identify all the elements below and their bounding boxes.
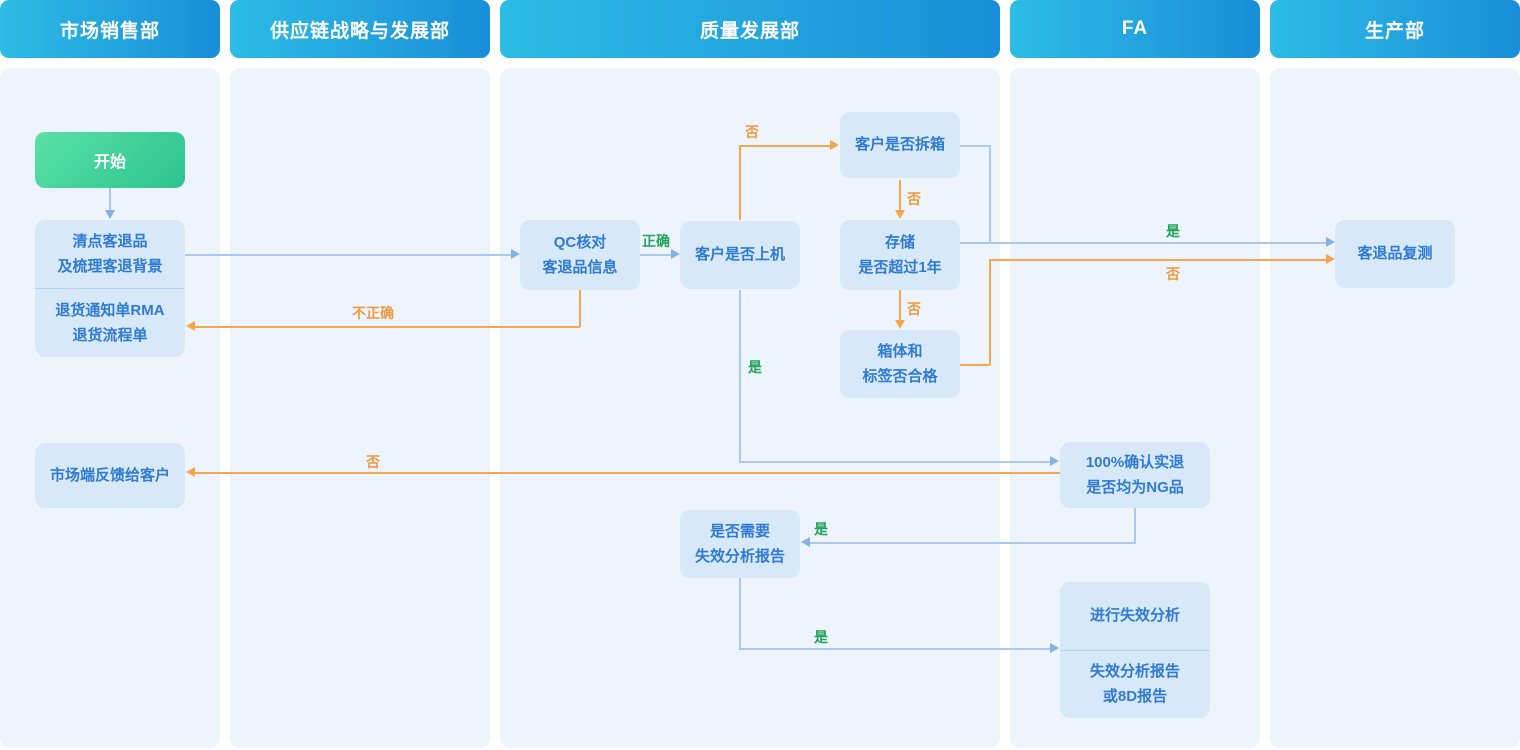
edge-confirmng-no-h (194, 472, 1060, 474)
arrowhead-down-icon (105, 210, 115, 219)
lane-header-quality: 质量发展部 (500, 0, 1000, 58)
lane-header-marketing-sales: 市场销售部 (0, 0, 220, 58)
edge-qc-incorrect-v (579, 290, 581, 327)
edge-confirmng-yes-v (1134, 508, 1136, 543)
edge-label-yes: 是 (1166, 223, 1180, 239)
lane-header-label: 市场销售部 (59, 20, 160, 42)
node-label: 是否超过1年 (858, 259, 942, 276)
edge-label-yes: 是 (814, 629, 828, 645)
node-box-label-qualified: 箱体和 标签否合格 (840, 330, 960, 398)
arrowhead-right-icon (671, 249, 680, 259)
arrowhead-left-icon (801, 537, 810, 547)
node-label: 存储 (884, 233, 915, 251)
edge-unboxed-yes-h (960, 145, 990, 147)
node-market-feedback-customer: 市场端反馈给客户 (35, 443, 185, 508)
lane-header-fa: FA (1010, 0, 1260, 58)
node-failure-analysis-report: 进行失效分析 失效分析报告 或8D报告 (1060, 582, 1210, 718)
edge-label-no: 否 (907, 191, 921, 207)
node-label: 客户是否拆箱 (854, 136, 945, 154)
edge-qc-to-onmachine (640, 254, 673, 256)
lane-header-supply-chain: 供应链战略与发展部 (230, 0, 490, 58)
node-retest-returned-product: 客退品复测 (1335, 220, 1455, 288)
edge-onmachine-no-v (739, 146, 741, 220)
arrowhead-right-icon (511, 249, 520, 259)
lane-header-label: FA (1121, 18, 1149, 39)
edge-onmachine-yes-v (739, 290, 741, 462)
arrowhead-right-icon (1050, 643, 1059, 653)
edge-label-incorrect: 不正确 (352, 305, 394, 321)
lane-header-production: 生产部 (1270, 0, 1520, 58)
edge-unboxed-yes-v (989, 145, 991, 243)
edge-label-yes: 是 (814, 521, 828, 537)
lane-quality (500, 68, 1000, 748)
edge-boxlabel-no-h1 (960, 364, 990, 366)
lane-header-label: 质量发展部 (699, 20, 800, 42)
edge-storage-no-v (899, 290, 901, 322)
node-label: 或8D报告 (1102, 688, 1168, 706)
node-section-count-returns: 清点客退品 及梳理客退背景 (35, 220, 185, 288)
lane-production (1270, 68, 1520, 748)
edge-label-correct: 正确 (642, 233, 670, 249)
edge-qc-incorrect-h (194, 326, 580, 328)
arrowhead-right-icon (1050, 456, 1059, 466)
node-label: 失效分析报告 (694, 548, 785, 565)
edge-boxlabel-no-h2 (989, 259, 1328, 261)
node-label: 是否需要 (709, 522, 770, 540)
node-label: 开始 (93, 154, 126, 171)
node-label: 箱体和 (877, 342, 923, 360)
node-label: 客退品复测 (1357, 245, 1433, 263)
node-section-rma: 退货通知单RMA 退货流程单 (35, 288, 185, 357)
node-label: 100%确认实退 (1085, 453, 1185, 471)
edge-label-no: 否 (745, 124, 759, 140)
node-confirm-all-ng: 100%确认实退 是否均为NG品 (1060, 442, 1210, 508)
node-need-failure-analysis: 是否需要 失效分析报告 (680, 510, 800, 578)
node-section-do-fa: 进行失效分析 (1060, 582, 1210, 650)
edge-label-no: 否 (366, 454, 380, 470)
edge-needfa-yes-v (739, 578, 741, 649)
node-count-returns-rma: 清点客退品 及梳理客退背景 退货通知单RMA 退货流程单 (35, 220, 185, 357)
node-label: 进行失效分析 (1089, 607, 1180, 624)
node-storage-over-1year: 存储 是否超过1年 (840, 220, 960, 290)
arrowhead-down-icon (895, 320, 905, 329)
lane-supply-chain (230, 68, 490, 748)
edge-count-to-qc (185, 254, 512, 256)
node-label: 清点客退品 (72, 232, 148, 250)
edge-start-to-count (109, 188, 111, 211)
node-label: 是否均为NG品 (1086, 479, 1184, 496)
edge-onmachine-yes-h (739, 461, 1052, 463)
node-start: 开始 (35, 132, 185, 188)
node-label: 退货流程单 (72, 327, 148, 344)
edge-label-yes: 是 (748, 359, 762, 375)
node-customer-unboxed: 客户是否拆箱 (840, 112, 960, 178)
arrowhead-right-icon (1326, 254, 1335, 264)
edge-boxlabel-no-v (989, 259, 991, 365)
node-qc-check: QC核对 客退品信息 (520, 220, 640, 290)
arrowhead-right-icon (1326, 237, 1335, 247)
edge-unboxed-no-v (899, 180, 901, 212)
edge-label-no: 否 (907, 301, 921, 317)
node-label: 标签否合格 (862, 368, 938, 385)
node-label: 市场端反馈给客户 (49, 466, 170, 484)
arrowhead-left-icon (186, 321, 195, 331)
arrowhead-down-icon (895, 210, 905, 219)
node-label: QC核对 (553, 233, 607, 251)
edge-storage-yes-h (960, 242, 1328, 244)
lane-header-label: 生产部 (1364, 20, 1425, 42)
node-label: 退货通知单RMA (55, 301, 165, 319)
edge-onmachine-no-h (739, 145, 832, 147)
node-label: 失效分析报告 (1089, 662, 1180, 680)
lane-header-label: 供应链战略与发展部 (269, 20, 450, 42)
node-label: 客户是否上机 (694, 246, 785, 264)
node-customer-on-machine: 客户是否上机 (680, 221, 800, 289)
edge-confirmng-yes-h (809, 542, 1136, 544)
edge-label-no: 否 (1166, 266, 1180, 282)
arrowhead-right-icon (830, 140, 839, 150)
arrowhead-left-icon (186, 467, 195, 477)
node-label: 客退品信息 (542, 259, 618, 276)
node-label: 及梳理客退背景 (57, 258, 163, 275)
node-section-fa-report: 失效分析报告 或8D报告 (1060, 649, 1210, 719)
edge-needfa-yes-h (739, 648, 1052, 650)
